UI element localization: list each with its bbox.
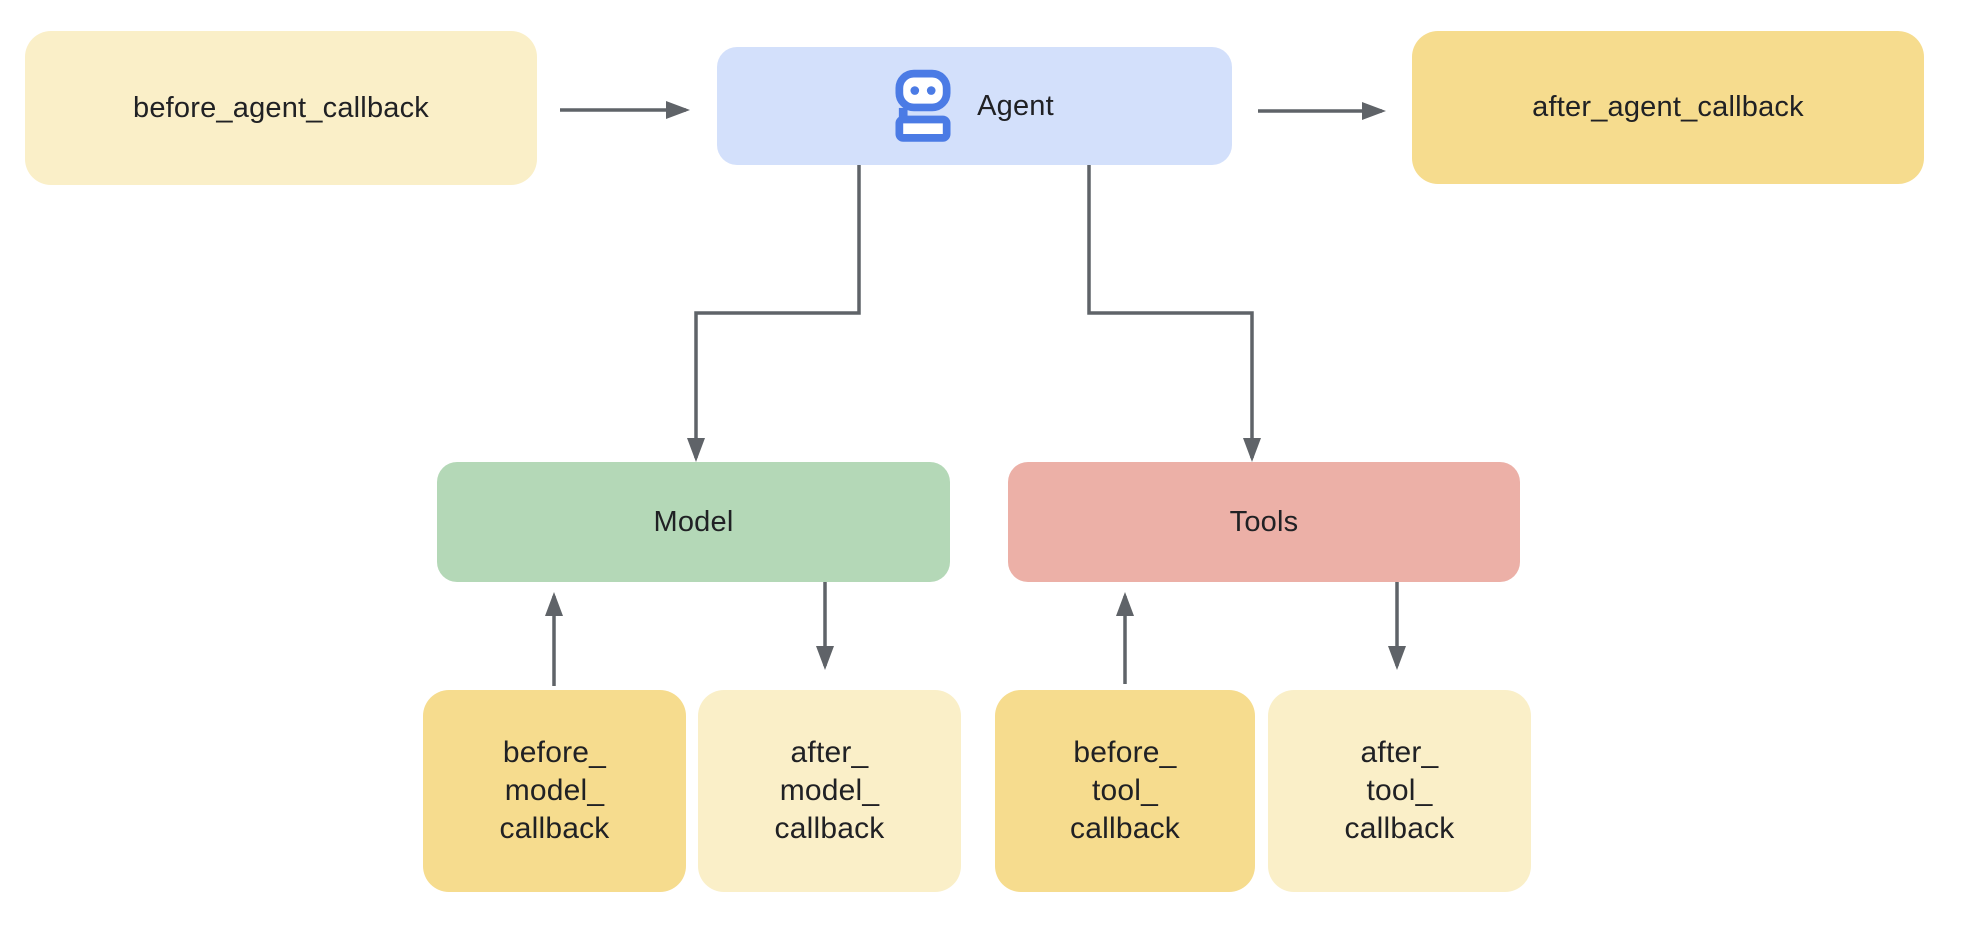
node-label: Tools — [1229, 505, 1299, 538]
node-label: before_agent_callback — [132, 91, 430, 124]
robot-icon — [895, 69, 951, 142]
node-after-agent-callback: after_agent_callback — [1412, 31, 1924, 184]
node-tools: Tools — [1008, 462, 1520, 582]
node-agent: Agent — [717, 47, 1232, 165]
node-label: before_ tool_ callback — [1070, 736, 1180, 845]
node-label: after_agent_callback — [1532, 91, 1804, 123]
connector-agent-to-model — [687, 165, 861, 462]
node-after-tool-callback: after_ tool_ callback — [1268, 690, 1531, 892]
node-label: Agent — [977, 89, 1054, 122]
node-before-agent-callback: before_agent_callback — [25, 31, 537, 185]
node-after-model-callback: after_ model_ callback — [698, 690, 961, 892]
node-before-tool-callback: before_ tool_ callback — [995, 690, 1255, 892]
connector-agent-to-tools — [1087, 165, 1261, 462]
node-label: after_ model_ callback — [774, 736, 885, 845]
node-model: Model — [437, 462, 950, 582]
node-label: before_ model_ callback — [499, 736, 610, 845]
node-label: Model — [653, 505, 734, 538]
node-label: after_ tool_ callback — [1344, 736, 1455, 845]
agent-content: Agent — [895, 69, 1054, 143]
node-before-model-callback: before_ model_ callback — [423, 690, 686, 892]
